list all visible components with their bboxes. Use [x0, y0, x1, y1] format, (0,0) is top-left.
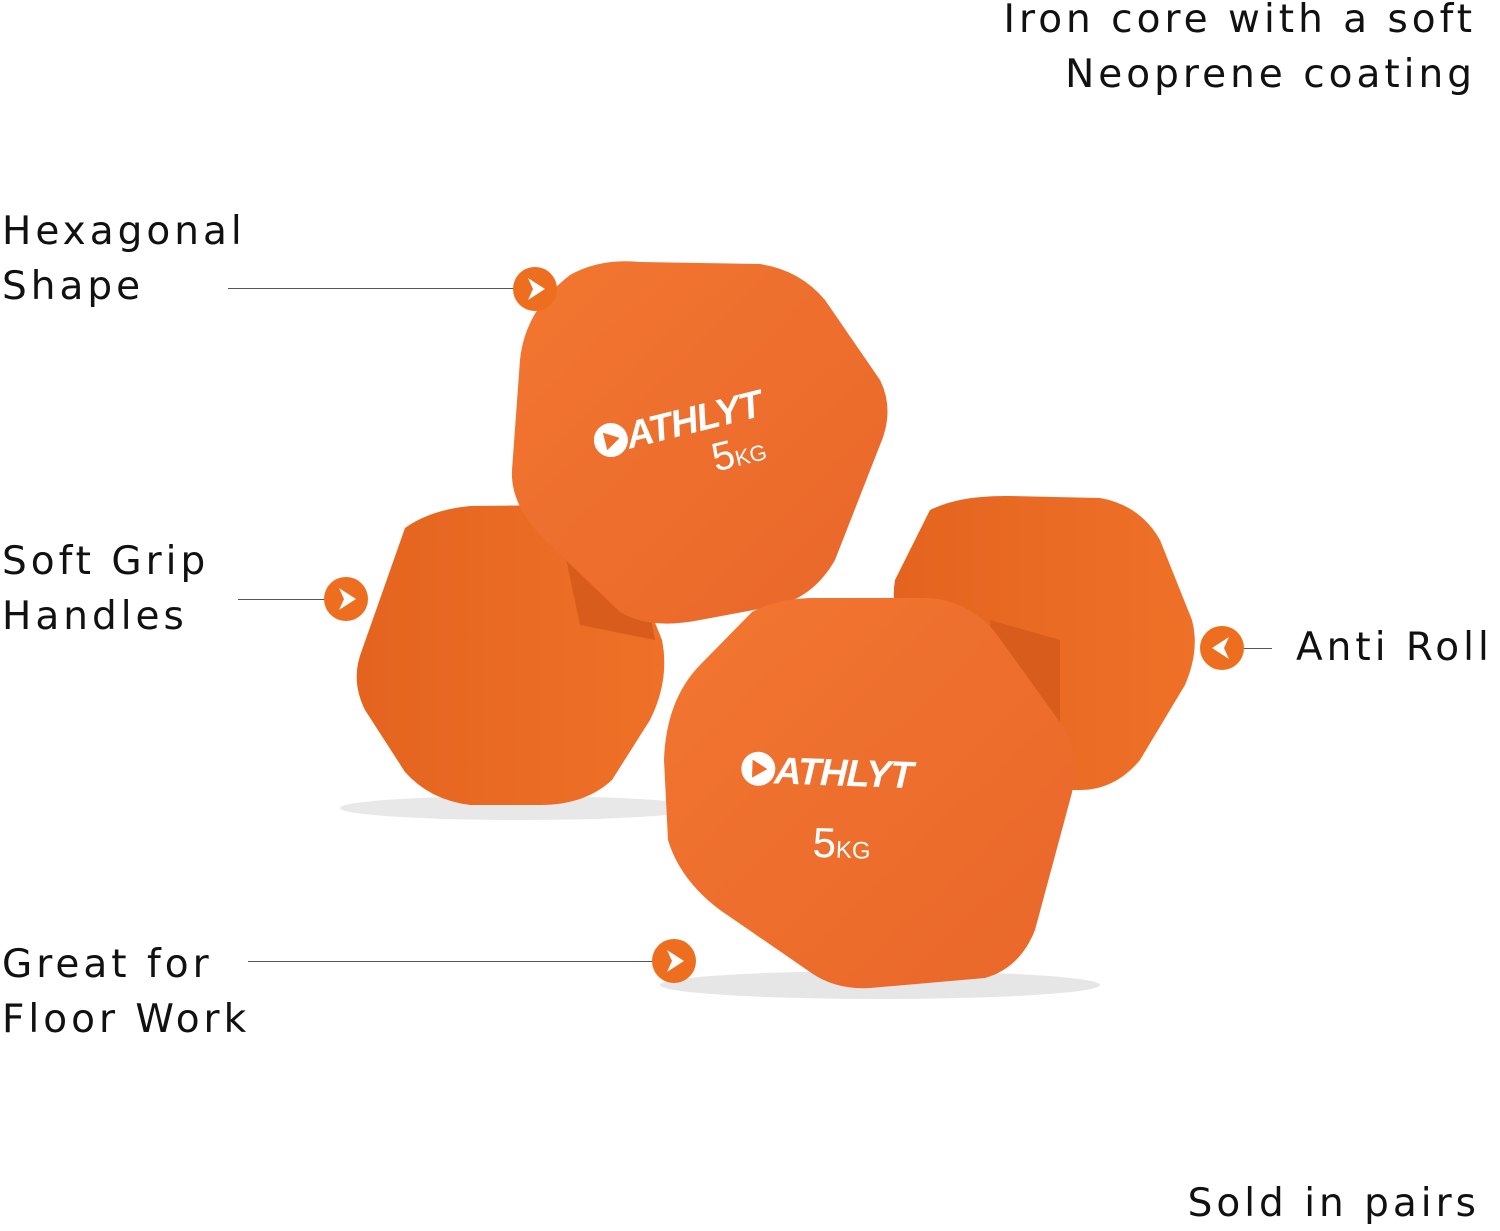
leader-line-floor: [248, 961, 652, 962]
feature-iron-core-line2: Neoprene coating: [1065, 52, 1476, 97]
leader-line-grip: [238, 599, 324, 600]
feature-sold-in-pairs: Sold in pairs: [1188, 1176, 1480, 1231]
svg-text:5KG: 5KG: [812, 819, 872, 868]
feature-soft-grip: Soft Grip Handles: [2, 534, 209, 644]
feature-floor-work: Great for Floor Work: [2, 937, 250, 1047]
front-dumbbell: [664, 495, 1195, 989]
leader-line-hex: [228, 288, 513, 289]
feature-pairs-label: Sold in pairs: [1187, 1181, 1480, 1226]
feature-hex-line1: Hexagonal: [2, 209, 246, 254]
feature-grip-line2: Handles: [2, 594, 188, 639]
back-dumbbell-front-face: [511, 261, 888, 624]
feature-roll-label: Anti Roll: [1296, 625, 1493, 670]
chevron-right-icon: [324, 577, 368, 621]
feature-hex-line2: Shape: [2, 264, 145, 309]
feature-grip-line1: Soft Grip: [2, 539, 210, 584]
feature-iron-core-line1: Iron core with a soft: [1003, 0, 1476, 42]
weight-unit-front: KG: [835, 837, 871, 865]
brand-mark-front: ATHLYT 5KG: [741, 750, 917, 868]
chevron-right-icon: [652, 939, 696, 983]
brand-name-front: ATHLYT: [773, 750, 917, 797]
feature-floor-line1: Great for: [2, 942, 213, 987]
feature-anti-roll: Anti Roll: [1296, 620, 1493, 675]
back-dumbbell: [356, 261, 888, 805]
feature-floor-line2: Floor Work: [2, 997, 251, 1042]
chevron-right-icon: [513, 267, 557, 311]
chevron-left-icon: [1200, 626, 1244, 670]
weight-number-front: 5: [812, 819, 837, 867]
leader-line-roll: [1244, 648, 1272, 649]
feature-iron-core: Iron core with a soft Neoprene coating: [1004, 0, 1476, 102]
front-dumbbell-front-face: [664, 597, 1075, 989]
feature-hexagonal-shape: Hexagonal Shape: [2, 204, 246, 314]
